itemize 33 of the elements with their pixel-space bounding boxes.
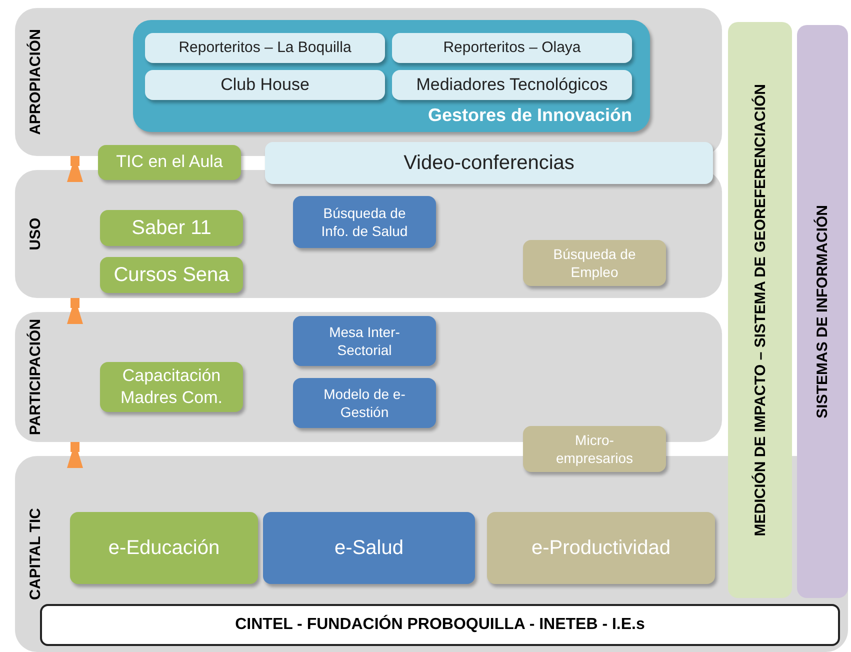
- partners-bar: CINTEL - FUNDACIÓN PROBOQUILLA - INETEB - I.E.s: [40, 604, 840, 646]
- program-box: Búsqueda de Empleo: [523, 240, 666, 286]
- arrow: [67, 156, 83, 182]
- program-box: e-Productividad: [487, 512, 715, 584]
- program-box: e-Educación: [70, 512, 258, 584]
- program-box: Reporteritos – Olaya: [392, 33, 632, 63]
- vertical-bar: [728, 22, 792, 598]
- layer-band: [15, 8, 722, 156]
- layer-label: APROPIACIÓN: [27, 29, 44, 135]
- group-title: Gestores de Innovación: [428, 105, 632, 126]
- layer-label: CAPITAL TIC: [27, 508, 44, 600]
- arrow: [67, 442, 83, 468]
- program-box: Club House: [145, 70, 385, 100]
- program-box: Cursos Sena: [100, 257, 243, 293]
- vertical-bar: [797, 25, 848, 598]
- program-box: Capacitación Madres Com.: [100, 362, 243, 412]
- group-panel: [133, 20, 650, 132]
- arrow: [67, 298, 83, 324]
- vertical-label: MEDICIÓN DE IMPACTO – SISTEMA DE GEOREFERENCIACIÓN: [752, 84, 768, 536]
- vertical-label: SISTEMAS DE INFORMACIÓN: [814, 204, 831, 418]
- layer-band: [15, 170, 722, 298]
- layer-label: USO: [27, 218, 44, 250]
- program-box: Búsqueda de Info. de Salud: [293, 196, 436, 248]
- program-box: Micro-empresarios: [523, 426, 666, 472]
- program-box: Reporteritos – La Boquilla: [145, 33, 385, 63]
- program-box: Modelo de e-Gestión: [293, 378, 436, 428]
- program-box: Mediadores Tecnológicos: [392, 70, 632, 100]
- layer-label: PARTICIPACIÓN: [27, 318, 44, 436]
- program-box: e-Salud: [263, 512, 475, 584]
- program-box: TIC en el Aula: [98, 145, 241, 180]
- program-box: Saber 11: [100, 210, 243, 246]
- program-box: Video-conferencias: [265, 142, 713, 184]
- program-box: Mesa Inter-Sectorial: [293, 316, 436, 366]
